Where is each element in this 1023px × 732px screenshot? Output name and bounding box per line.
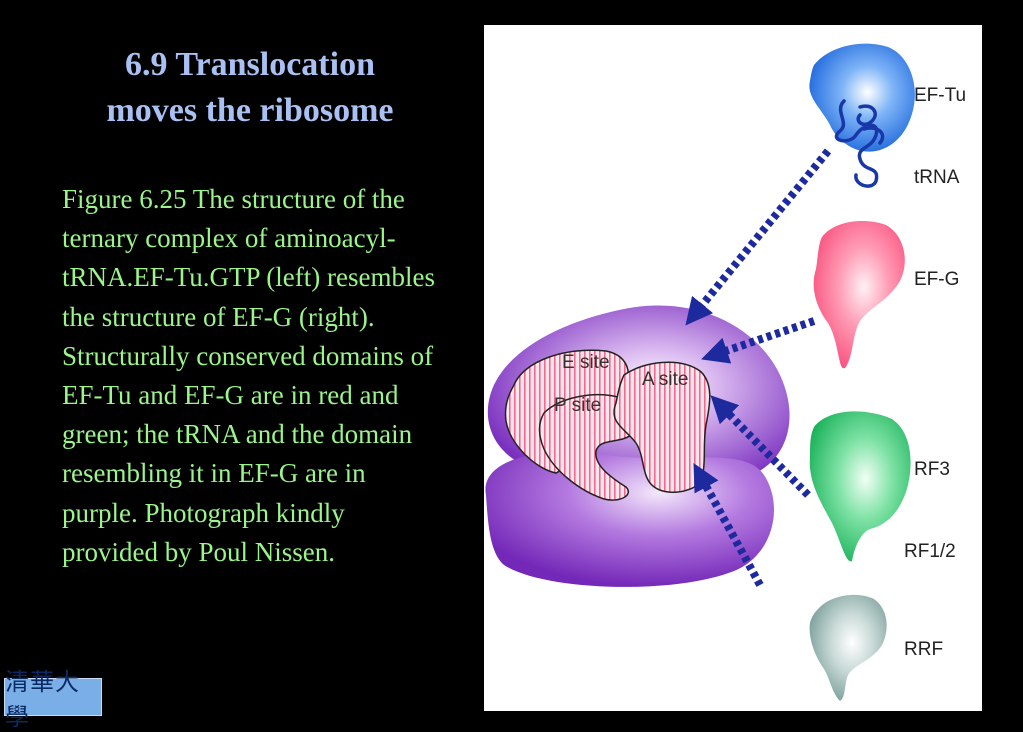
- ribosome-small-subunit: [485, 452, 774, 587]
- trna-label: tRNA: [914, 167, 960, 188]
- rrf-label: RRF: [904, 639, 943, 660]
- e-site-label: E site: [562, 352, 610, 373]
- slide-title-line-2: moves the ribosome: [106, 92, 394, 129]
- ef-g-label: EF-G: [914, 269, 959, 290]
- rrf-shape: [809, 594, 887, 701]
- slide-title: 6.9 Translocation moves the ribosome: [60, 42, 440, 134]
- ribosome-figure: E site P site A site EF-Tu tRNA EF-G RF3…: [484, 25, 982, 711]
- ef-tu-label: EF-Tu: [914, 85, 966, 106]
- rf3-shape: [809, 411, 911, 562]
- ef-g-shape: [813, 221, 905, 369]
- trna-squiggle: [834, 99, 885, 188]
- ef-tu-shape: [809, 43, 915, 152]
- arrow-ef-tu: [685, 148, 832, 326]
- a-site-label: A site: [642, 369, 688, 390]
- rf12-label: RF1/2: [904, 541, 956, 562]
- arrow-rf3: [710, 395, 811, 498]
- slide-title-line-1: 6.9 Translocation: [125, 46, 375, 83]
- a-site-trna: [613, 361, 711, 493]
- ribosome-diagram: E site P site A site EF-Tu tRNA EF-G RF3…: [485, 43, 966, 701]
- p-site-label: P site: [554, 395, 601, 416]
- rf3-label: RF3: [914, 459, 950, 480]
- arrow-rf12: [693, 463, 764, 587]
- figure-caption: Figure 6.25 The structure of the ternary…: [62, 184, 435, 567]
- tsinghua-logo: 清華大學: [4, 668, 102, 731]
